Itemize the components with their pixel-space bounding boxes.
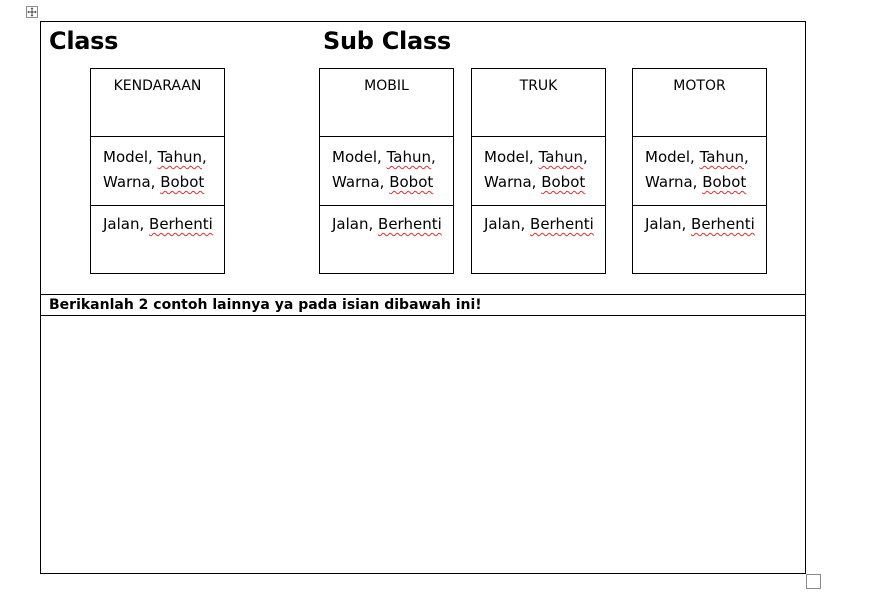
class-box-mobil: MOBIL Model, Tahun, Warna, Bobot Jalan, … [319, 68, 454, 274]
class-box-truk: TRUK Model, Tahun, Warna, Bobot Jalan, B… [471, 68, 606, 274]
class-box-motor: MOTOR Model, Tahun, Warna, Bobot Jalan, … [632, 68, 767, 274]
class-heading: Class [49, 27, 119, 55]
attributes-cell: Model, Tahun, Warna, Bobot [472, 137, 605, 206]
class-box-kendaraan: KENDARAAN Model, Tahun, Warna, Bobot Jal… [90, 68, 225, 274]
methods-cell: Jalan, Berhenti [645, 215, 755, 233]
attributes-cell: Model, Tahun, Warna, Bobot [320, 137, 453, 206]
class-name-cell: MOTOR [633, 69, 766, 137]
answer-area[interactable] [41, 316, 805, 573]
instruction-text: Berikanlah 2 contoh lainnya ya pada isia… [49, 297, 482, 313]
class-name-cell: MOBIL [320, 69, 453, 137]
subclass-heading: Sub Class [323, 27, 451, 55]
methods-cell: Jalan, Berhenti [332, 215, 442, 233]
class-name-cell: TRUK [472, 69, 605, 137]
table-resize-handle-icon[interactable] [806, 574, 821, 589]
class-name-cell: KENDARAAN [91, 69, 224, 137]
row-divider-bottom [41, 315, 805, 316]
document-table: Class Sub Class KENDARAAN Model, Tahun, … [40, 21, 806, 574]
methods-cell: Jalan, Berhenti [103, 215, 213, 233]
row-divider-top [41, 294, 805, 295]
attributes-cell: Model, Tahun, Warna, Bobot [91, 137, 224, 206]
methods-cell: Jalan, Berhenti [484, 215, 594, 233]
attributes-cell: Model, Tahun, Warna, Bobot [633, 137, 766, 206]
table-move-handle-icon[interactable] [26, 6, 38, 18]
